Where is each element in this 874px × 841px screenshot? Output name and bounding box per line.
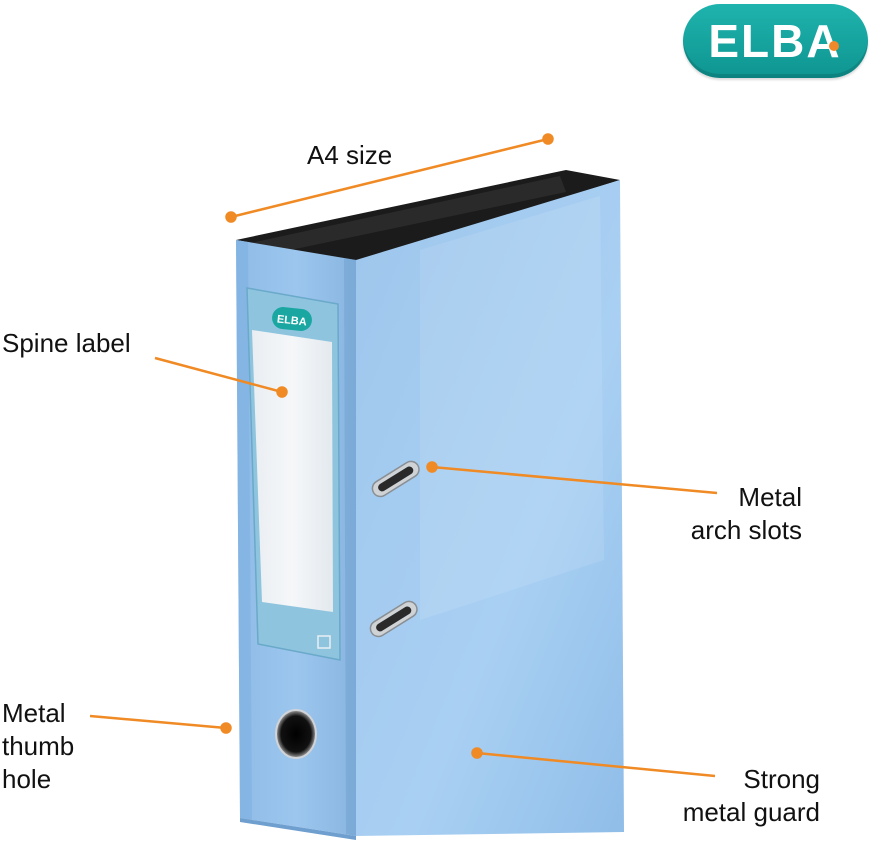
svg-text:ELBA: ELBA	[708, 15, 841, 67]
arch-slot-upper	[371, 460, 420, 498]
label-arch-slots-line2: arch slots	[690, 515, 802, 545]
leader-spine-label	[154, 356, 283, 394]
label-thumb-hole-line1: Metal	[2, 698, 66, 728]
leader-a4-size	[230, 137, 549, 219]
label-spine-label: Spine label	[2, 328, 131, 358]
label-metal-guard-line1: Strong	[743, 764, 820, 794]
label-arch-slots: Metal arch slots	[660, 481, 802, 547]
label-metal-guard-line2: metal guard	[682, 797, 820, 827]
leader-arch-slots	[431, 465, 718, 495]
label-thumb-hole: Metal thumb hole	[2, 697, 74, 796]
label-thumb-hole-line3: hole	[2, 764, 52, 794]
leader-metal-guard	[476, 751, 716, 778]
label-thumb-hole-line2: thumb	[2, 731, 75, 761]
label-a4-size: A4 size	[307, 140, 393, 170]
spine-logo	[272, 307, 312, 331]
label-arch-slots-line1: Metal	[738, 482, 802, 512]
elba-logo: ELBA	[683, 4, 868, 78]
label-metal-guard: Strong metal guard	[640, 763, 820, 829]
binder-cover	[356, 180, 624, 836]
leader-thumb-hole	[89, 714, 227, 730]
svg-text:ELBA: ELBA	[276, 313, 307, 328]
arch-slot-lower	[369, 600, 418, 638]
spine-label-insert	[252, 330, 333, 612]
thumb-hole	[275, 709, 317, 759]
